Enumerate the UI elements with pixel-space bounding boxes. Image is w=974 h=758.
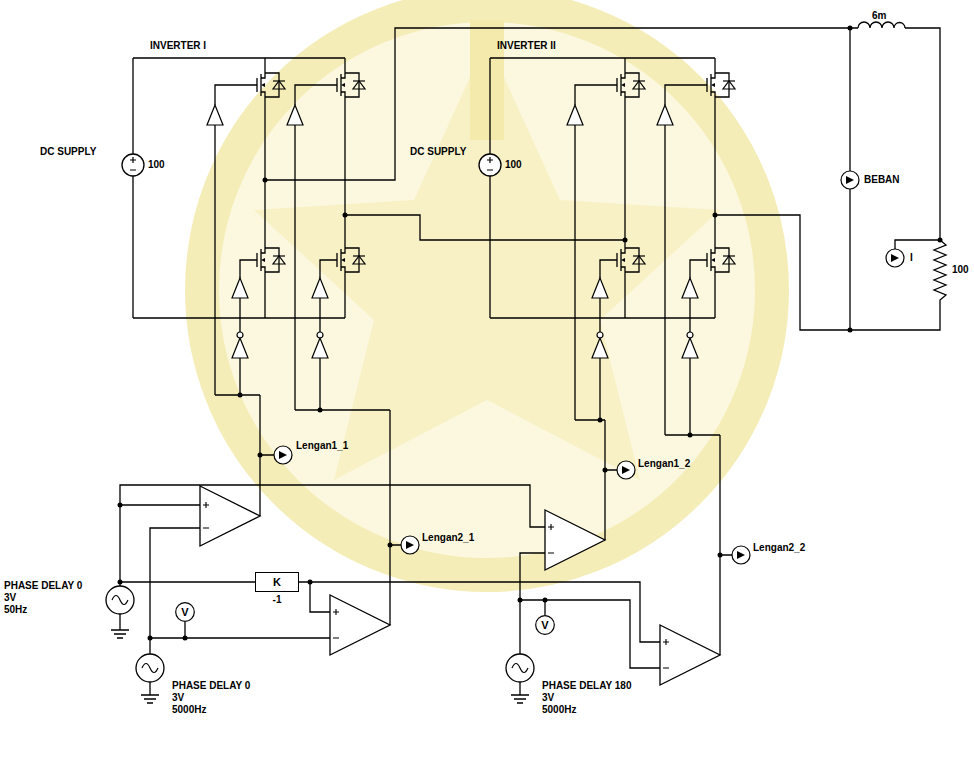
source-value: 3V (4, 592, 16, 604)
probes (274, 171, 904, 564)
source-label: PHASE DELAY 0 (172, 680, 250, 692)
signal-label: Lengan1_2 (638, 458, 690, 470)
signal-label: Lengan1_1 (296, 440, 348, 452)
wires (120, 22, 946, 695)
source-label: DC SUPPLY (40, 146, 96, 158)
source-value: 5000Hz (542, 704, 576, 716)
junction-dots (118, 26, 943, 641)
voltmeter-symbol: V (175, 602, 195, 622)
source-value: 3V (542, 692, 554, 704)
block-outline: K (255, 572, 299, 592)
meter-circle (536, 616, 555, 635)
source-value: 100 (148, 159, 165, 171)
watermark-logo (202, 5, 772, 575)
sources (106, 154, 534, 703)
resistor-value: 100 (952, 264, 969, 276)
signal-label: Lengan2_2 (753, 542, 805, 554)
comparator-signs (203, 502, 669, 668)
voltmeter-symbol: V (535, 615, 555, 635)
source-value: 100 (505, 159, 522, 171)
inverter-title: INVERTER II (497, 40, 556, 52)
block-text: K (273, 576, 281, 588)
gain-block: K-1 (255, 572, 299, 592)
signal-label: Lengan2_1 (422, 532, 474, 544)
source-label: DC SUPPLY (410, 146, 466, 158)
comparators (200, 486, 720, 685)
block-gain: -1 (255, 594, 299, 606)
switches (257, 70, 735, 275)
gate-drivers (207, 105, 698, 358)
meter-face: V (175, 602, 195, 622)
source-value: 5000Hz (172, 704, 206, 716)
probe-label: BEBAN (864, 174, 900, 186)
source-value: 50Hz (4, 604, 27, 616)
inverter-title: INVERTER I (150, 40, 206, 52)
source-value: 3V (172, 692, 184, 704)
meter-letter: V (541, 619, 548, 631)
meter-circle (176, 603, 195, 622)
meter-letter: V (181, 606, 188, 618)
probe-label: I (910, 252, 913, 264)
inductor-value: 6m (872, 10, 886, 22)
meter-face: V (535, 615, 555, 635)
source-label: PHASE DELAY 180 (542, 680, 632, 692)
source-label: PHASE DELAY 0 (4, 580, 82, 592)
